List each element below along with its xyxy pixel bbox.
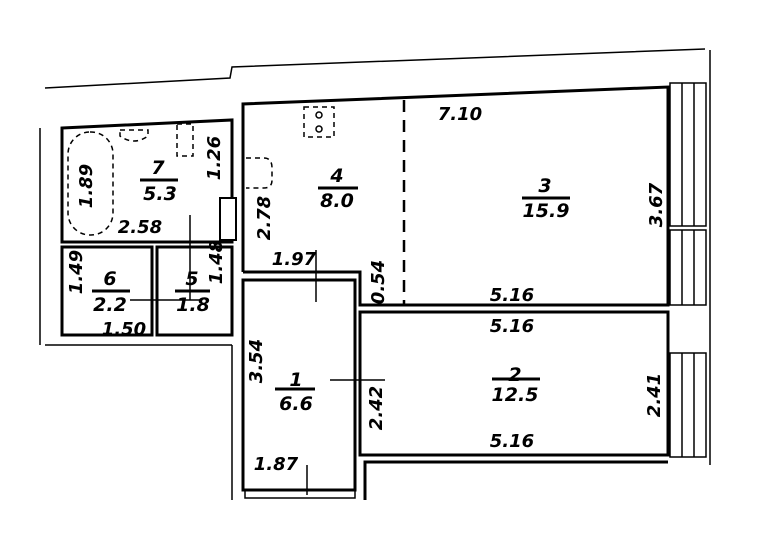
svg-text:5.16: 5.16	[490, 316, 534, 337]
room-5	[155, 245, 234, 337]
room-3-label: 315.9	[522, 175, 570, 222]
svg-text:3: 3	[538, 175, 551, 197]
room-2-label: 212.5	[492, 364, 540, 406]
svg-text:1.97: 1.97	[272, 249, 317, 270]
room-6	[60, 245, 154, 337]
svg-text:2.42: 2.42	[366, 386, 387, 430]
room-labels: 75.3 62.2 51.8 48.0 315.9 16.6 212.5	[92, 157, 570, 415]
svg-text:1.49: 1.49	[66, 250, 87, 294]
room-6-label: 62.2	[92, 268, 130, 316]
svg-text:5.3: 5.3	[143, 183, 177, 205]
shaft-icon	[219, 197, 237, 241]
svg-text:15.9: 15.9	[523, 200, 570, 222]
svg-text:1: 1	[289, 369, 302, 391]
svg-text:1.50: 1.50	[102, 319, 146, 340]
room-7-label: 75.3	[140, 157, 178, 205]
svg-text:1.48: 1.48	[206, 240, 227, 284]
svg-text:7.10: 7.10	[438, 104, 482, 125]
svg-text:2.2: 2.2	[93, 294, 127, 316]
svg-text:6.6: 6.6	[279, 393, 313, 415]
outer-walls	[39, 48, 711, 500]
svg-text:2.78: 2.78	[254, 196, 275, 240]
svg-text:5.16: 5.16	[490, 285, 534, 306]
svg-text:12.5: 12.5	[492, 384, 539, 406]
svg-text:2.41: 2.41	[644, 373, 665, 417]
svg-text:1.87: 1.87	[254, 454, 299, 475]
svg-text:8.0: 8.0	[320, 190, 354, 212]
room-4-label: 48.0	[318, 165, 358, 212]
svg-text:0.54: 0.54	[368, 260, 389, 304]
dimension-lines	[130, 215, 385, 495]
svg-text:4: 4	[329, 165, 343, 187]
svg-text:1.89: 1.89	[76, 164, 97, 208]
svg-text:5.16: 5.16	[490, 431, 534, 452]
room-2	[358, 310, 670, 457]
svg-text:6: 6	[103, 268, 116, 290]
svg-text:2.58: 2.58	[118, 217, 162, 238]
stove-icon	[303, 106, 335, 138]
dimension-labels: 1.89 2.58 1.26 1.49 1.50 1.48 2.78 1.97 …	[66, 104, 667, 475]
kitchen-sink-icon	[246, 157, 273, 189]
svg-text:7: 7	[151, 157, 165, 179]
svg-text:3.67: 3.67	[646, 182, 667, 227]
window	[244, 82, 707, 499]
room-7-bathroom	[60, 118, 234, 244]
room-1-label: 16.6	[275, 369, 315, 415]
svg-text:2: 2	[508, 364, 521, 386]
toilet-icon	[176, 123, 194, 157]
svg-text:3.54: 3.54	[246, 339, 267, 383]
room-5-label: 51.8	[175, 268, 210, 316]
sink-icon	[119, 129, 149, 142]
bathtub-icon	[67, 131, 114, 236]
svg-text:1.26: 1.26	[204, 136, 225, 180]
svg-text:1.8: 1.8	[176, 294, 210, 316]
room-4-3-walls	[241, 85, 670, 307]
svg-text:5: 5	[185, 268, 198, 290]
